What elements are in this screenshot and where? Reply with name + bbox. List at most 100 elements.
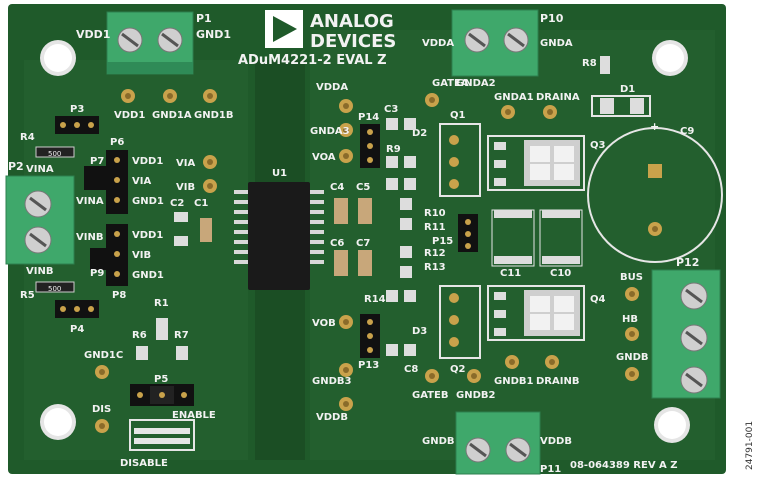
label-c10: C10 [550,268,571,279]
label-r8: R8 [582,58,597,69]
label-u1: U1 [272,168,287,179]
label-gndb1: GNDB1 [494,376,534,387]
label-p13: P13 [358,360,379,371]
capacitors-c4-c7 [334,198,372,276]
board-title: ADuM4221-2 EVAL Z [238,53,387,68]
isolator-ic-u1 [234,182,324,290]
mounting-hole-bl [40,404,76,440]
label-via: VIA [176,158,195,169]
jumper-block-vinb [90,224,128,286]
label-gatea: GATEA [432,78,469,89]
label-p9: P9 [90,268,104,279]
label-vinb: VINB [26,266,53,277]
label-gndb: GNDB [616,352,649,363]
terminal-block-p11 [455,411,541,475]
svg-text:500: 500 [48,285,61,293]
label-q2: Q2 [450,364,466,375]
label-p1: P1 [196,12,212,25]
label-p5: P5 [154,374,168,385]
label-p11: P11 [540,464,561,475]
label-vib: VIB [176,182,195,193]
header-p4 [55,300,99,318]
label-p15: P15 [432,236,453,247]
header-p3 [55,116,99,134]
test-points-via-vib [203,155,217,193]
label-r7: R7 [174,330,189,341]
label-vina-2: VINA [76,196,104,207]
label-c7: C7 [356,238,370,249]
label-vdd1-top: VDD1 [76,28,110,41]
resistors-r1-r6-r7 [136,318,188,360]
label-vdda: VDDA [316,82,348,93]
label-d3: D3 [412,326,427,337]
label-vob: VOB [312,318,336,329]
label-q4: Q4 [590,294,606,305]
label-r1: R1 [154,298,169,309]
label-r12: R12 [424,248,446,259]
label-gnda1: GNDA1 [494,92,534,103]
label-disable: DISABLE [120,458,168,469]
label-vdd1-tp: VDD1 [114,110,145,121]
label-gnd1b: GND1B [194,110,233,121]
label-p7: P7 [90,156,104,167]
mounting-hole-tl [40,40,76,76]
label-q3: Q3 [590,140,606,151]
label-r10: R10 [424,208,446,219]
label-d2: D2 [412,128,427,139]
label-vdd1-a: VDD1 [132,156,163,167]
label-c6: C6 [330,238,344,249]
test-points-secondary-b [339,315,559,411]
mounting-hole-br [654,407,690,443]
capacitors-c10-c11 [491,209,583,267]
label-hb: HB [622,314,638,325]
revision-label: 08-064389 REV A Z [570,460,678,471]
label-r13: R13 [424,262,446,273]
label-dis: DIS [92,404,111,415]
enable-jumper-p5 [130,384,194,406]
label-vddb-bottom: VDDB [540,436,572,447]
label-gnda-top: GNDA [540,38,573,49]
label-r14: R14 [364,294,386,305]
terminal-block-p12 [651,269,721,399]
label-gnd1-top: GND1 [196,28,231,41]
label-voa: VOA [312,152,336,163]
analog-devices-logo: ANALOG DEVICES [265,10,396,52]
label-gnd1-a: GND1 [132,196,164,207]
svg-text:500: 500 [48,150,61,158]
terminal-block-p1 [106,11,194,75]
label-c8: C8 [404,364,418,375]
label-bus: BUS [620,272,643,283]
label-r4: R4 [20,132,35,143]
label-draina: DRAINA [536,92,580,103]
label-vdd1-b: VDD1 [132,230,163,241]
terminal-block-p2 [5,175,75,265]
label-r11: R11 [424,222,446,233]
label-c4: C4 [330,182,344,193]
label-p4: P4 [70,324,84,335]
resistor-r8 [600,56,610,74]
label-p8: P8 [112,290,126,301]
capacitors-c1-c2 [174,212,212,246]
label-drainb: DRAINB [536,376,579,387]
label-c1: C1 [194,198,208,209]
label-gndb3: GNDB3 [312,376,352,387]
capacitor-c9-outline [587,127,723,263]
resistor-r4: 500 [35,146,75,158]
label-gnda3: GNDA3 [310,126,350,137]
brand-line2: DEVICES [310,31,396,52]
test-points-primary-top [121,89,217,103]
label-vinb-2: VINB [76,232,103,243]
secondary-side-area [310,30,715,460]
label-c3: C3 [384,104,398,115]
test-points-bus-hb-gndb [625,287,639,381]
label-gndb2: GNDB2 [456,390,496,401]
label-p2: P2 [8,160,24,173]
label-gnd1c: GND1C [84,350,123,361]
label-gnd1-b: GND1 [132,270,164,281]
label-c9: C9 [680,126,694,137]
header-p14 [360,124,380,168]
test-points-gnd1c-dis [95,365,109,433]
test-points-secondary-a [339,93,557,163]
label-vib-b: VIB [132,250,151,261]
figure-id: 24791-001 [745,421,755,470]
